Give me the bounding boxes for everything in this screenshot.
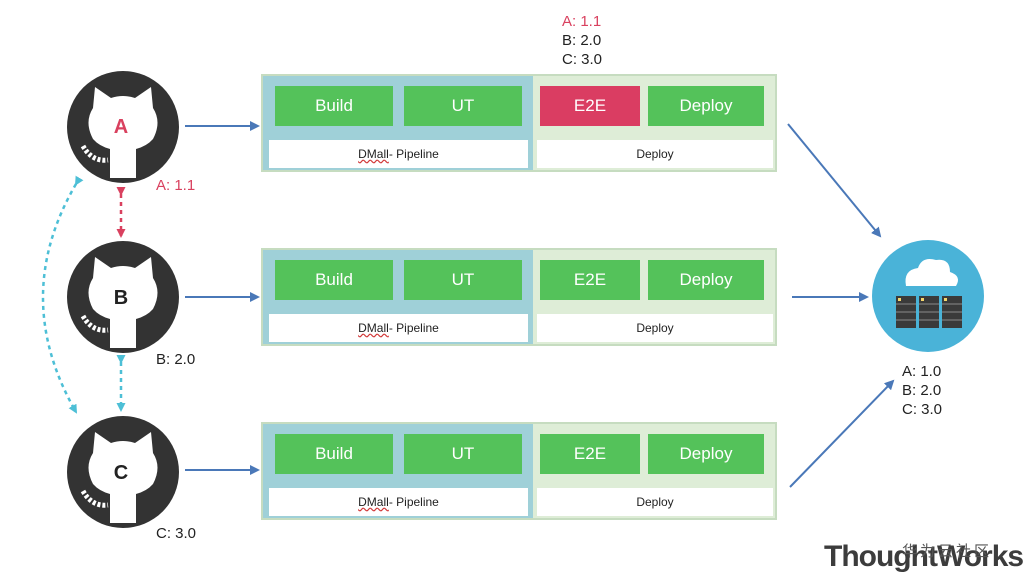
ci-label: DMall - Pipeline (269, 488, 528, 516)
ci-label-rest: - Pipeline (388, 147, 439, 161)
stage-ut[interactable]: UT (404, 260, 522, 300)
repo-icon-c: C (67, 416, 179, 528)
ci-label-main: DMall (358, 495, 389, 509)
repo-letter-a: A (114, 116, 128, 138)
stage-ut[interactable]: UT (404, 434, 522, 474)
cd-label: Deploy (537, 314, 773, 342)
repo-version-c: C: 3.0 (156, 525, 197, 542)
ci-section: Build UT DMall - Pipeline (263, 424, 533, 518)
arrow-pipeline-a-to-server (787, 123, 882, 238)
watermark-sub: 华为云社区 (902, 543, 993, 560)
repo-icon-a: A (67, 71, 179, 183)
repo-icon-b: B (67, 241, 179, 353)
stage-build[interactable]: Build (275, 260, 393, 300)
stage-e2e-failed[interactable]: E2E (540, 86, 640, 126)
stage-deploy[interactable]: Deploy (648, 260, 764, 300)
arrow-pipeline-c-to-server (789, 379, 895, 488)
repo-letter-b: B (114, 287, 128, 309)
pipeline-b: Build UT DMall - Pipeline E2E Deploy Dep… (261, 248, 777, 346)
server-version-c: C: 3.0 (902, 401, 943, 418)
ci-label: DMall - Pipeline (269, 314, 528, 342)
stage-deploy[interactable]: Deploy (648, 86, 764, 126)
stage-e2e[interactable]: E2E (540, 434, 640, 474)
stage-e2e[interactable]: E2E (540, 260, 640, 300)
stage-build[interactable]: Build (275, 86, 393, 126)
cd-section: E2E Deploy Deploy (533, 250, 775, 344)
ci-label-rest: - Pipeline (388, 495, 439, 509)
repo-version-a: A: 1.1 (156, 177, 196, 194)
ci-section: Build UT DMall - Pipeline (263, 76, 533, 170)
ci-label-main: DMall (358, 321, 389, 335)
server-cloud-icon (872, 240, 984, 352)
server-version-list: A: 1.0 B: 2.0 C: 3.0 (902, 362, 942, 419)
server-version-a: A: 1.0 (902, 363, 942, 380)
pipeline-c: Build UT DMall - Pipeline E2E Deploy Dep… (261, 422, 777, 520)
cd-section: E2E Deploy Deploy (533, 424, 775, 518)
repo-letter-c: C (114, 462, 128, 484)
cd-label: Deploy (537, 140, 773, 168)
top-version-b: B: 2.0 (562, 32, 602, 49)
cd-section: E2E Deploy Deploy (533, 76, 775, 170)
top-version-a: A: 1.1 (562, 13, 602, 30)
ci-section: Build UT DMall - Pipeline (263, 250, 533, 344)
stage-build[interactable]: Build (275, 434, 393, 474)
cd-label: Deploy (537, 488, 773, 516)
watermark-brand: ThoughtWorks (824, 540, 1024, 573)
repo-version-b: B: 2.0 (156, 351, 196, 368)
ci-label: DMall - Pipeline (269, 140, 528, 168)
top-version-list: A: 1.1 B: 2.0 C: 3.0 (562, 12, 602, 69)
server-version-b: B: 2.0 (902, 382, 942, 399)
stage-ut[interactable]: UT (404, 86, 522, 126)
ci-label-main: DMall (358, 147, 389, 161)
stage-deploy[interactable]: Deploy (648, 434, 764, 474)
ci-label-rest: - Pipeline (388, 321, 439, 335)
pipeline-a: Build UT DMall - Pipeline E2E Deploy Dep… (261, 74, 777, 172)
top-version-c: C: 3.0 (562, 51, 603, 68)
